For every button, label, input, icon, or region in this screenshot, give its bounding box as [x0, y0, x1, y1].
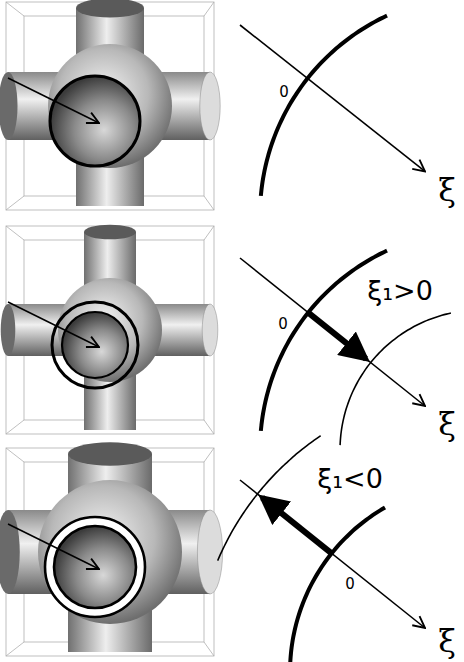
normal-arrow [8, 524, 99, 569]
minimal-surface [0, 0, 220, 210]
displacement-scheme [218, 436, 425, 662]
origin-label: 0 [279, 85, 289, 100]
displacement-scheme [240, 251, 451, 446]
normal-axis [240, 25, 425, 171]
displacement-label: ξ₁>0 [367, 277, 433, 304]
axis-label: ξ [438, 408, 456, 440]
origin-label: 0 [345, 577, 355, 592]
axis-label: ξ [438, 174, 456, 206]
normal-arrow [8, 78, 99, 123]
displacement-schemes [218, 16, 451, 662]
surface-figures [0, 0, 223, 656]
unit-cube [6, 448, 214, 656]
displacement-arrow [262, 498, 331, 554]
origin-label: 0 [278, 317, 288, 332]
unit-cube [6, 226, 214, 434]
displacement-label: ξ₁<0 [317, 465, 383, 492]
displacement-arrow [308, 313, 366, 359]
normal-axis [240, 480, 425, 628]
minimal-surface [0, 442, 223, 656]
displaced-surface [218, 436, 321, 561]
unit-cube [6, 2, 214, 210]
displaced-surface [340, 313, 451, 445]
reference-surface [261, 16, 387, 196]
displacement-scheme [240, 16, 425, 196]
minimal-surface [1, 225, 218, 434]
axis-label: ξ [438, 625, 456, 657]
normal-arrow [8, 302, 99, 347]
